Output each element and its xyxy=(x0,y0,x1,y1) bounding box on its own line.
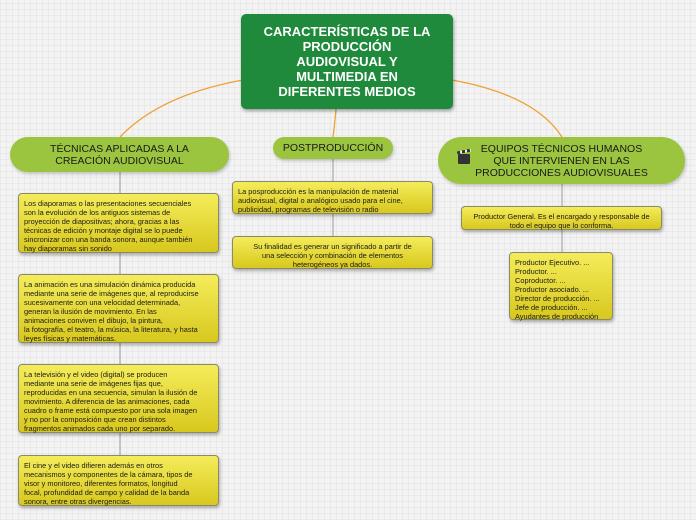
branch-postproduccion-label: POSTPRODUCCIÓN xyxy=(282,142,384,154)
branch-tecnicas-label: TÉCNICAS APLICADAS A LA CREACIÓN AUDIOVI… xyxy=(50,142,189,167)
leaf-cine-video[interactable]: El cine y el video difieren además en ot… xyxy=(18,455,219,506)
branch-equipos-label: EQUIPOS TÉCNICOS HUMANOS QUE INTERVIENEN… xyxy=(475,142,648,179)
leaf-animacion[interactable]: La animación es una simulación dinámica … xyxy=(18,274,219,343)
root-title: CARACTERÍSTICAS DE LA PRODUCCIÓN AUDIOVI… xyxy=(263,24,431,99)
leaf-equipo-produccion[interactable]: Productor Ejecutivo. ... Productor. ... … xyxy=(509,252,613,321)
leaf-posproduccion-finalidad[interactable]: Su finalidad es generar un significado a… xyxy=(232,236,433,269)
leaf-diaporamas[interactable]: Los diaporamas o las presentaciones secu… xyxy=(18,193,219,253)
connector-root-tecnicas xyxy=(119,79,244,138)
connector-root-equipos xyxy=(451,79,563,138)
leaf-television-video[interactable]: La televisión y el video (digital) se pr… xyxy=(18,364,219,433)
branch-tecnicas[interactable]: TÉCNICAS APLICADAS A LA CREACIÓN AUDIOVI… xyxy=(10,137,229,172)
branch-postproduccion[interactable]: POSTPRODUCCIÓN xyxy=(273,137,393,159)
clapperboard-icon xyxy=(458,154,470,164)
branch-equipos[interactable]: EQUIPOS TÉCNICOS HUMANOS QUE INTERVIENEN… xyxy=(438,137,685,184)
root-topic[interactable]: CARACTERÍSTICAS DE LA PRODUCCIÓN AUDIOVI… xyxy=(241,14,453,109)
leaf-productor-general[interactable]: Productor General. Es el encargado y res… xyxy=(461,206,662,230)
leaf-posproduccion-definicion[interactable]: La posproducción es la manipulación de m… xyxy=(232,181,433,214)
connector-root-post xyxy=(332,108,337,138)
